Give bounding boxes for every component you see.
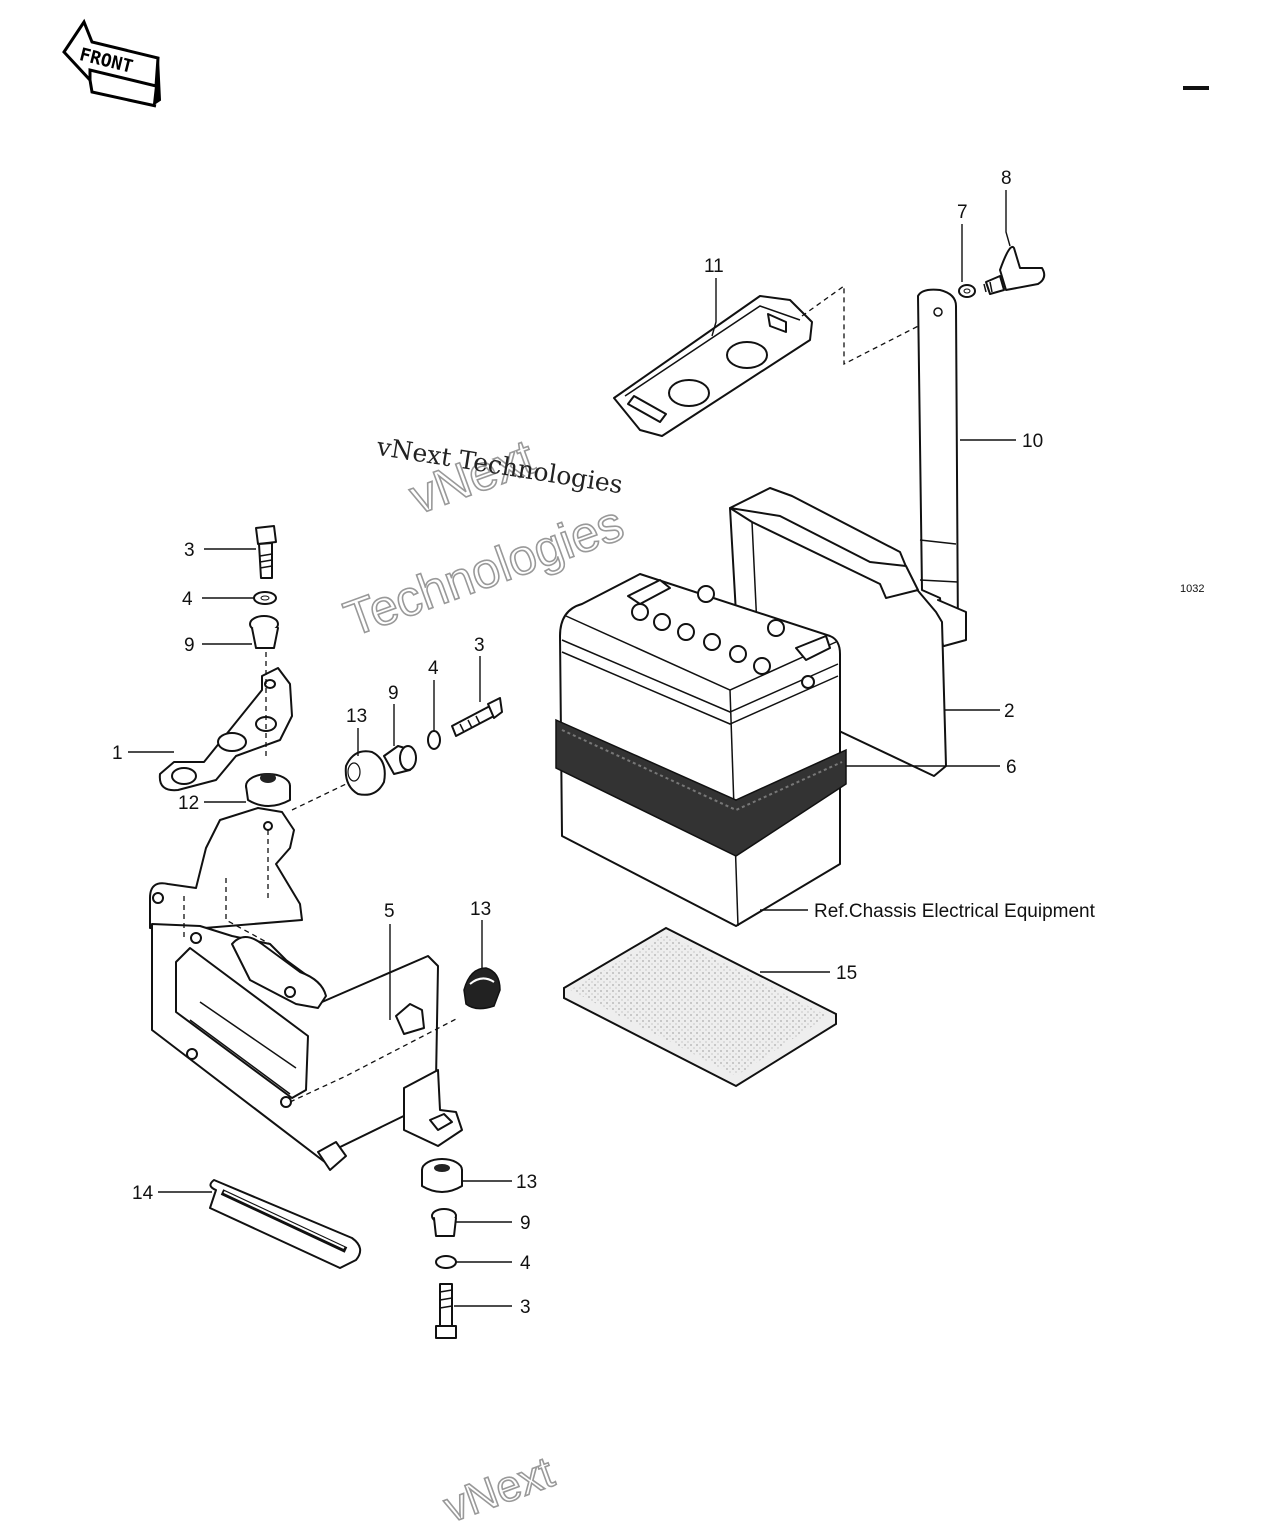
part-13-grommet-upper-left [245, 773, 291, 807]
corner-dash [1183, 86, 1209, 90]
part-8-wing-bolt [983, 246, 1046, 295]
callout-5: 5 [384, 901, 395, 922]
part-7-washer [958, 284, 976, 298]
part-9-collar-middle [383, 745, 417, 775]
watermark-bottom: vNext [438, 1448, 560, 1533]
part-9-collar-lower [431, 1208, 457, 1237]
part-3-bolt-lower [435, 1283, 457, 1339]
callout-4-middle: 4 [428, 658, 439, 679]
part-15-mat [563, 926, 837, 1088]
part-4-washer-middle [427, 730, 441, 750]
callout-6: 6 [1006, 757, 1017, 778]
figure-code: 1032 [1180, 583, 1204, 595]
callout-9-middle: 9 [388, 683, 399, 704]
callout-9-upper-left: 9 [184, 635, 195, 656]
part-5-battery-case [149, 807, 463, 1171]
part-14-rubber-strip [209, 1179, 362, 1269]
callout-13-upper-left: 12 [178, 793, 199, 814]
reference-label: Ref.Chassis Electrical Equipment [814, 901, 1096, 922]
callout-7: 7 [957, 202, 968, 223]
callout-3-middle: 3 [474, 635, 485, 656]
callout-11: 11 [704, 256, 724, 277]
callout-9-lower: 9 [520, 1213, 531, 1234]
front-arrow-icon: FRONT [62, 18, 162, 108]
part-4-washer-lower [435, 1255, 457, 1269]
callout-15: 15 [836, 963, 857, 984]
battery [555, 573, 847, 927]
callout-13-middle: 13 [346, 706, 367, 727]
part-1-bracket [158, 667, 293, 792]
callout-3-upper-left: 3 [184, 540, 195, 561]
part-10-strap [917, 288, 967, 647]
callout-12: 13 [470, 899, 491, 920]
callout-14: 14 [132, 1183, 154, 1204]
leader-lines [128, 190, 1016, 1307]
part-4-washer-upper-left [253, 591, 277, 605]
callout-2: 2 [1004, 701, 1015, 722]
part-3-bolt-middle [451, 697, 503, 737]
part-12-cap [463, 967, 501, 1010]
part-13-grommet-lower [421, 1158, 463, 1193]
connector-11-10 [801, 284, 935, 366]
callout-numbers: 7 8 11 10 2 6 15 3 4 9 1 12 13 9 4 3 5 1… [112, 168, 1043, 1318]
callout-13-lower: 13 [516, 1172, 537, 1193]
callout-1: 1 [112, 743, 123, 764]
battery-cell-caps [631, 603, 771, 675]
part-11-holder-plate [613, 295, 813, 437]
connector-grommet-middle [291, 783, 347, 811]
callout-10: 10 [1022, 431, 1043, 452]
callout-8: 8 [1001, 168, 1012, 189]
connector-case-12 [289, 1017, 459, 1103]
callout-4-upper-left: 4 [182, 589, 193, 610]
part-13-grommet-middle [344, 750, 386, 796]
part-9-collar-upper-left [249, 615, 279, 649]
callout-4-lower: 4 [520, 1253, 531, 1274]
callout-3-lower: 3 [520, 1297, 531, 1318]
part-3-bolt-upper-left [255, 525, 277, 579]
